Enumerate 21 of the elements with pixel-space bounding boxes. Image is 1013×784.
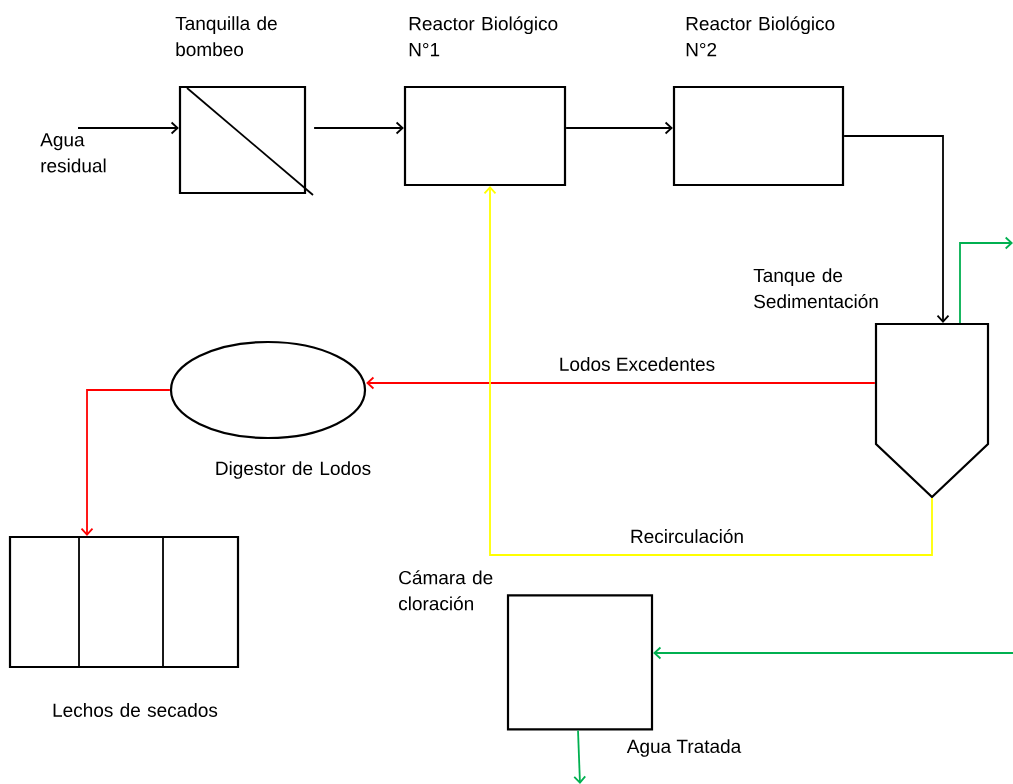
edge-label: Lodos Excedentes <box>557 356 717 372</box>
edge-label: Recirculación <box>629 527 746 545</box>
unit-label: Digestor de Lodos <box>216 461 371 479</box>
unit-label: Reactor Biológico N°2 <box>686 16 835 57</box>
flow-arrow <box>565 121 673 135</box>
flow-arrow <box>77 121 179 135</box>
flow-arrow <box>573 729 587 784</box>
unit-label: Cámara de cloración <box>399 570 493 611</box>
flow-arrow <box>959 236 1013 324</box>
unit-label: Tanque de Sedimentación <box>753 268 878 309</box>
flow-arrow <box>366 376 876 390</box>
flow-arrow <box>80 389 171 536</box>
flow-arrow <box>653 646 1013 660</box>
flow-arrow <box>313 121 404 135</box>
inlet-label: Agua residual <box>40 133 106 173</box>
unit-label: Reactor Biológico N°1 <box>409 16 558 57</box>
unit-label: Lechos de secados <box>53 703 218 717</box>
unit-label: Tanquilla de bombeo <box>175 16 277 57</box>
flow-arrow <box>483 186 933 556</box>
flow-arrow <box>843 135 950 323</box>
edge-label: Agua Tratada <box>625 738 743 758</box>
